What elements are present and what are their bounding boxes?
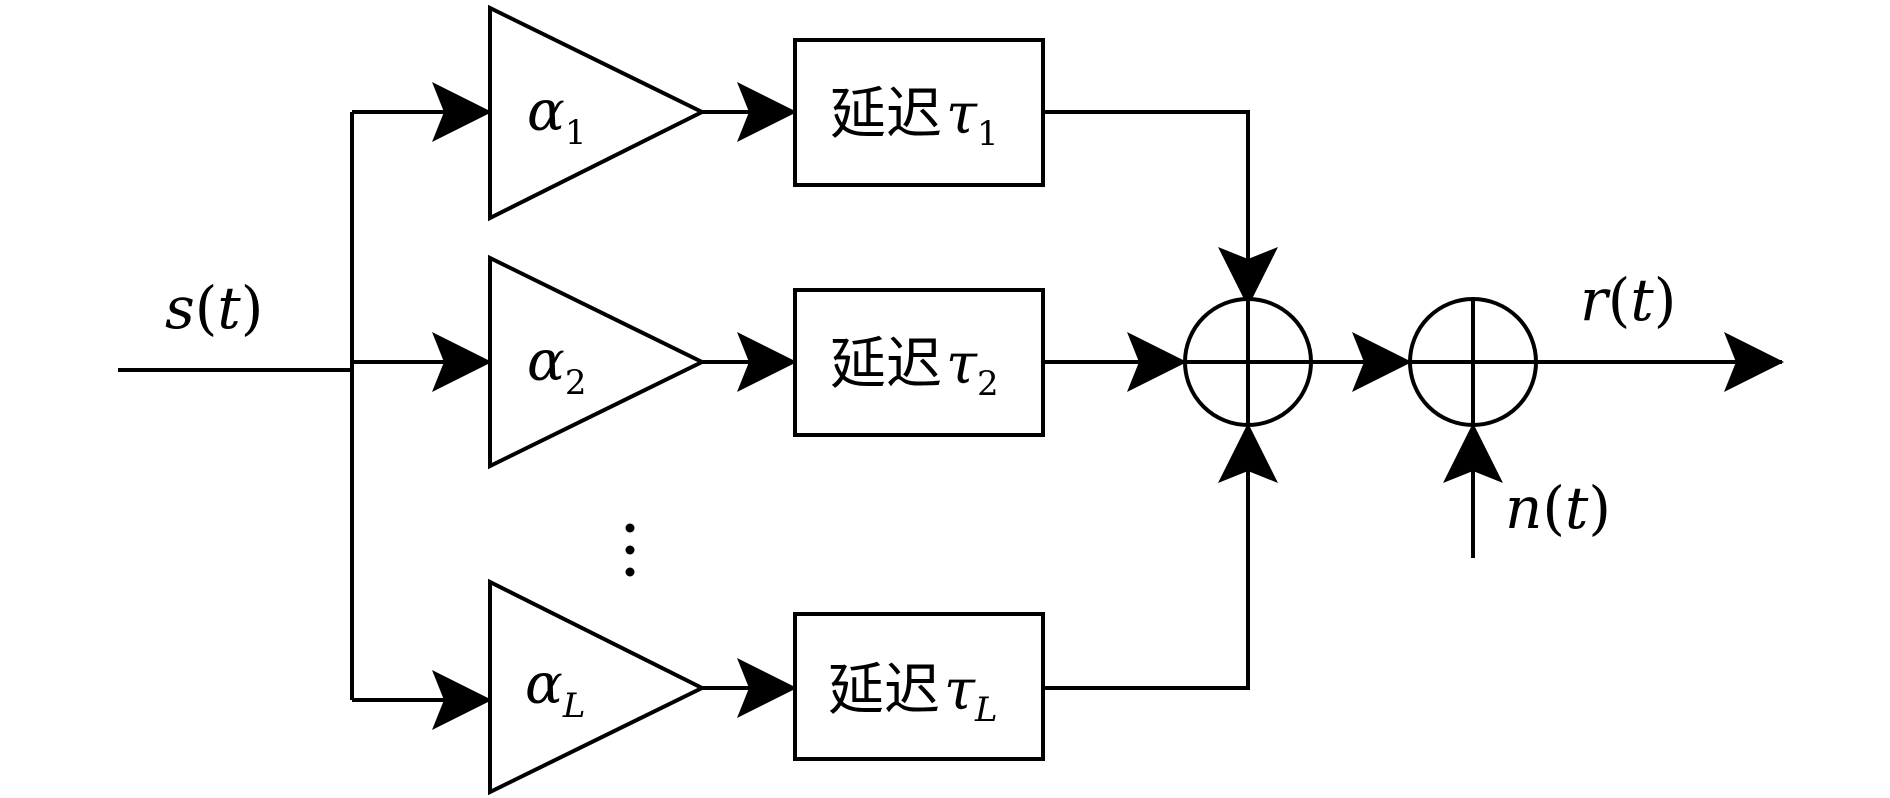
branch-1: α1 延迟τ1 <box>488 4 1278 307</box>
gain-label-L: αL <box>525 652 585 726</box>
gain-amplifier-L <box>488 578 707 796</box>
branch-L: αL 延迟τL <box>488 423 1278 796</box>
gain-amplifier-2 <box>488 254 707 470</box>
summing-junction-paths <box>1183 297 1313 427</box>
delay-box-L <box>793 612 1045 761</box>
delay-out-1 <box>1043 110 1278 307</box>
delay-label-2: 延迟τ2 <box>830 332 999 404</box>
summing-junction-noise <box>1408 297 1538 427</box>
gain-label-2: α2 <box>527 329 586 403</box>
branch-ellipsis <box>625 523 635 577</box>
delay-box-2 <box>793 288 1045 437</box>
delay-label-L: 延迟τL <box>828 658 998 730</box>
delay-label-1: 延迟τ1 <box>830 82 999 154</box>
branch-2: α2 延迟τ2 <box>488 254 1187 470</box>
gain-label-1: α1 <box>527 79 586 153</box>
noise-label: n(t) <box>1505 474 1611 542</box>
output-label: r(t) <box>1580 266 1676 334</box>
gain-amplifier-1 <box>488 4 707 222</box>
delay-out-L <box>1043 423 1278 690</box>
input-label: s(t) <box>165 274 263 342</box>
delay-box-1 <box>793 38 1045 187</box>
